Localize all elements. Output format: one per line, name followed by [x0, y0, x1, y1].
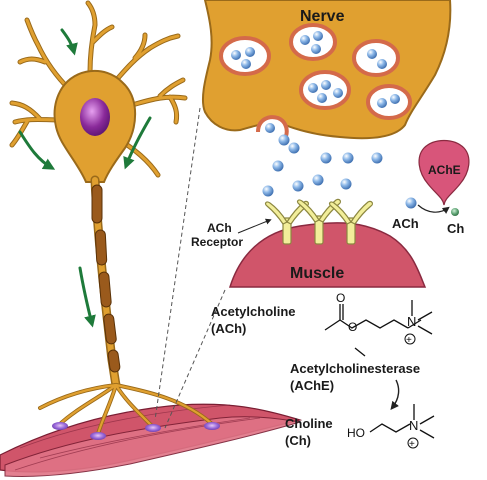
muscle-label: Muscle	[290, 265, 344, 282]
vesicle	[289, 23, 337, 61]
ch-nitrogen: N	[409, 418, 418, 433]
neuron	[9, 0, 220, 440]
nerve-label: Nerve	[300, 8, 345, 25]
vesicle-fusing	[256, 115, 289, 137]
ach-receptor-label-line1: ACh	[207, 221, 232, 235]
acetylcholine-abbr: (ACh)	[211, 321, 246, 336]
vesicle	[352, 39, 400, 77]
vesicle	[366, 84, 412, 120]
enzyme-abbr: (AChE)	[290, 378, 334, 393]
choline-abbr: (Ch)	[285, 433, 311, 448]
signal-direction-arrows	[18, 28, 152, 328]
choline-hydroxyl: HO	[347, 426, 365, 440]
choline-block: Choline (Ch) HO N +	[285, 404, 435, 450]
enzyme-block: Acetylcholinesterase (AChE)	[290, 347, 420, 410]
reaction-arrow	[390, 379, 400, 410]
ach-receptor	[328, 200, 374, 245]
axon-terminals	[52, 422, 220, 440]
released-acetylcholine	[262, 134, 383, 197]
ache-enzyme-label: AChE	[428, 163, 461, 177]
muscle-fibers	[0, 403, 303, 477]
ache-enzyme: AChE	[418, 139, 470, 206]
acetylcholine-name: Acetylcholine	[211, 304, 296, 319]
synaptic-vesicles	[219, 23, 412, 137]
choline-structure	[369, 404, 435, 439]
neuron-nucleus	[80, 98, 110, 136]
ach-label: ACh	[392, 216, 419, 231]
vesicle	[219, 36, 271, 76]
ach-receptors	[264, 198, 374, 245]
ester-oxygen: O	[348, 320, 357, 334]
receptor-pointer-arrow	[237, 218, 272, 234]
ch-label: Ch	[447, 221, 464, 236]
ach-nitrogen: N	[407, 314, 416, 329]
enzyme-name: Acetylcholinesterase	[290, 361, 420, 376]
ch-charge: +	[409, 439, 415, 450]
acetylcholine-structure	[324, 300, 433, 335]
acetylcholine-block: Acetylcholine (ACh) O O N +	[211, 291, 433, 346]
choline-name: Choline	[285, 416, 333, 431]
ach-charge: +	[406, 335, 412, 346]
hydrolysis-arrow	[405, 197, 459, 216]
zoom-guide-lines	[154, 107, 226, 429]
myelin-sheath	[91, 184, 121, 373]
ach-receptor-label-line2: Receptor	[191, 235, 243, 249]
carbonyl-oxygen: O	[336, 291, 345, 305]
vesicle	[299, 70, 351, 110]
